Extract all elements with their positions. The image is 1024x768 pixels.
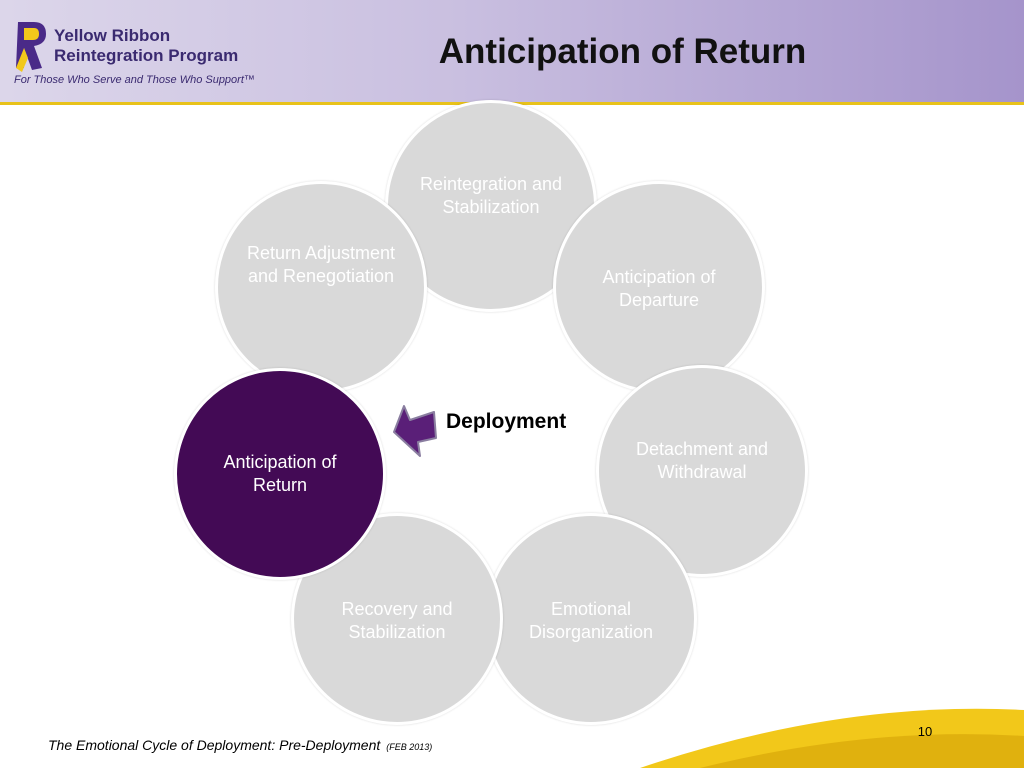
page-title: Anticipation of Return <box>438 32 807 71</box>
footer-caption: The Emotional Cycle of Deployment: Pre-D… <box>48 737 432 753</box>
stage-anticipation-of-departure: Anticipation of Departure <box>553 181 765 393</box>
logo-line-1: Yellow Ribbon <box>54 26 171 45</box>
page-number: 10 <box>917 724 933 739</box>
stage-label: Anticipation of Return <box>223 452 337 495</box>
stage-label: Return Adjustment and Renegotiation <box>246 243 396 286</box>
stage-anticipation-of-return: Anticipation of Return <box>174 368 386 580</box>
logo-tagline: For Those Who Serve and Those Who Suppor… <box>14 74 255 86</box>
stage-return-adjustment-and-renegotiation: Return Adjustment and Renegotiation <box>215 181 427 393</box>
footer-date: (FEB 2013) <box>386 742 433 752</box>
ribbon-logo-icon <box>16 22 46 72</box>
stage-label: Recovery and Stabilization <box>341 599 453 642</box>
stage-label: Detachment and Withdrawal <box>635 439 769 482</box>
logo-line-2: Reintegration Program <box>54 46 239 65</box>
center-label: Deployment <box>446 410 567 433</box>
footer-caption-text: The Emotional Cycle of Deployment: Pre-D… <box>48 737 381 753</box>
yellow-swoosh <box>640 708 1024 768</box>
logo-name: Yellow Ribbon Reintegration Program <box>54 26 238 66</box>
stage-label: Reintegration and Stabilization <box>419 174 563 217</box>
stage-label: Anticipation of Departure <box>602 267 716 310</box>
logo: Yellow Ribbon Reintegration Program For … <box>12 14 262 94</box>
header-banner <box>0 0 1024 102</box>
arrow-icon <box>393 405 437 457</box>
stage-label: Emotional Disorganization <box>528 599 654 642</box>
